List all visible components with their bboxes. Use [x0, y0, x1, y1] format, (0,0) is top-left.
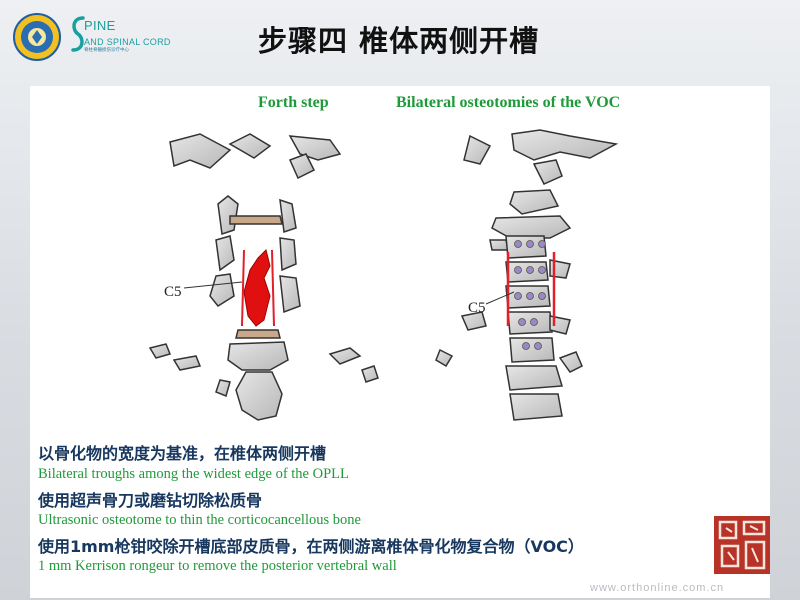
vertebral-body-screws [514, 240, 546, 350]
c5-label-right: C5 [468, 300, 486, 316]
cervical-spine-figure: C5 C5 [148, 129, 619, 421]
c5-label-left: C5 [164, 284, 182, 300]
spine-logo-text: PINE AND SPINAL CORD [84, 18, 171, 47]
left-spine-illustration [148, 133, 379, 421]
c5-leader-left [183, 281, 243, 289]
body-line-2-en: Ultrasonic osteotome to thin the cortico… [38, 512, 361, 528]
body-line-2-cn: 使用超声骨刀或磨钻切除松质骨 [38, 491, 263, 510]
body-line-1-en: Bilateral troughs among the widest edge … [38, 466, 349, 482]
osteotomy-line-left-b [271, 249, 275, 327]
body-line-1-cn: 以骨化物的宽度为基准，在椎体两侧开槽 [38, 444, 327, 463]
c5-leader-right [485, 291, 515, 305]
spine-center-logo: PINE AND SPINAL CORD 脊柱脊髓损伤诊疗中心 [70, 12, 170, 64]
spine-logo-subtitle: 脊柱脊髓损伤诊疗中心 [84, 48, 129, 53]
caption-description: Bilateral osteotomies of the VOC [396, 94, 621, 111]
hospital-seal-logo [13, 13, 61, 61]
osteotomy-line-left-a [241, 249, 245, 327]
red-seal-stamp [714, 516, 770, 574]
footer-watermark-url: www.orthonline.com.cn [590, 582, 725, 594]
right-spine-illustration [435, 129, 619, 421]
caption-step: Forth step [258, 94, 329, 111]
body-line-3-en: 1 mm Kerrison rongeur to remove the post… [38, 558, 397, 574]
body-line-3-cn: 使用1mm枪钳咬除开槽底部皮质骨，在两侧游离椎体骨化物复合物（VOC） [38, 537, 584, 556]
header: PINE AND SPINAL CORD 脊柱脊髓损伤诊疗中心 步骤四 椎体两侧… [0, 0, 800, 82]
content-panel [30, 86, 770, 598]
page-title: 步骤四 椎体两侧开槽 [258, 24, 540, 58]
spine-s-icon [71, 16, 85, 52]
opll-lesion [243, 249, 271, 327]
